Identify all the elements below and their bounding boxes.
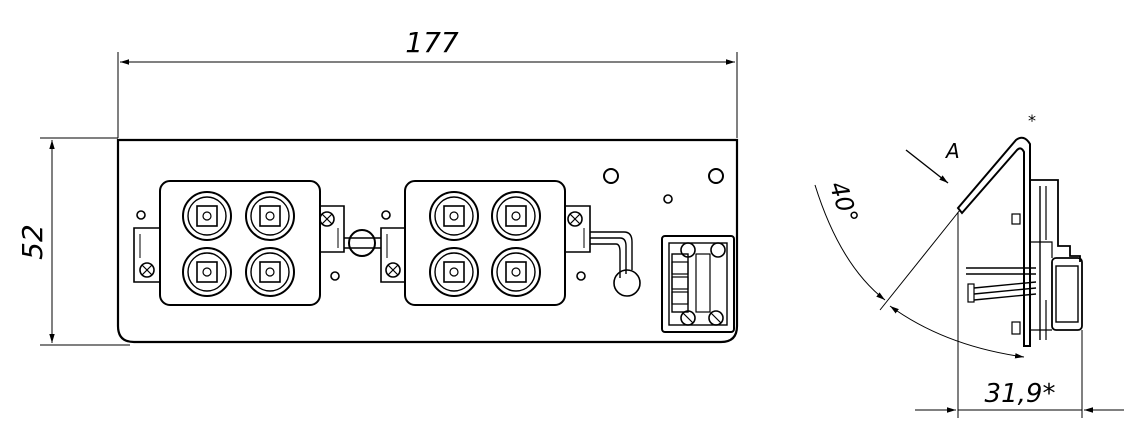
tilted-plate	[956, 136, 1031, 347]
led-icon	[245, 247, 295, 297]
plate-outline	[116, 138, 739, 344]
led-icon	[245, 191, 295, 241]
width-dimension: 177	[117, 26, 738, 138]
screw-icon	[680, 242, 696, 258]
depth-dimension: 31,9*	[915, 212, 1124, 418]
screw-icon	[710, 242, 726, 258]
screw-icon	[319, 211, 335, 227]
height-dimension: 52	[16, 137, 130, 346]
screw-icon	[385, 262, 401, 278]
led-module	[133, 180, 345, 306]
led-icon	[491, 247, 541, 297]
view-label: A	[944, 139, 960, 163]
mounting-hole	[603, 168, 619, 184]
wire-harness	[966, 267, 1037, 303]
depth-dimension-label: 31,9*	[985, 379, 1056, 409]
screw-icon	[567, 211, 583, 227]
width-dimension-label: 177	[405, 26, 459, 59]
terminal-block	[661, 235, 735, 333]
small-hole	[381, 210, 391, 220]
view-arrow: A	[905, 139, 960, 184]
mounting-hole	[708, 168, 724, 184]
housing-body	[1011, 179, 1083, 340]
led-icon	[491, 191, 541, 241]
note-marker: *	[1028, 111, 1036, 130]
small-hole	[136, 210, 146, 220]
front-view: 177 52	[16, 26, 739, 346]
module-connector	[344, 229, 381, 257]
led-icon	[182, 191, 232, 241]
height-dimension-label: 52	[16, 224, 49, 260]
side-view: A *	[814, 111, 1124, 418]
led-icon	[429, 191, 479, 241]
wire-harness	[590, 231, 641, 297]
screw-icon	[708, 310, 724, 326]
screw-icon	[139, 262, 155, 278]
small-hole	[663, 194, 673, 204]
small-hole	[576, 271, 586, 281]
screw-icon	[680, 310, 696, 326]
angle-dimension-label: 40°	[824, 178, 864, 227]
led-icon	[182, 247, 232, 297]
led-icon	[429, 247, 479, 297]
small-hole	[330, 271, 340, 281]
led-module	[380, 180, 591, 306]
